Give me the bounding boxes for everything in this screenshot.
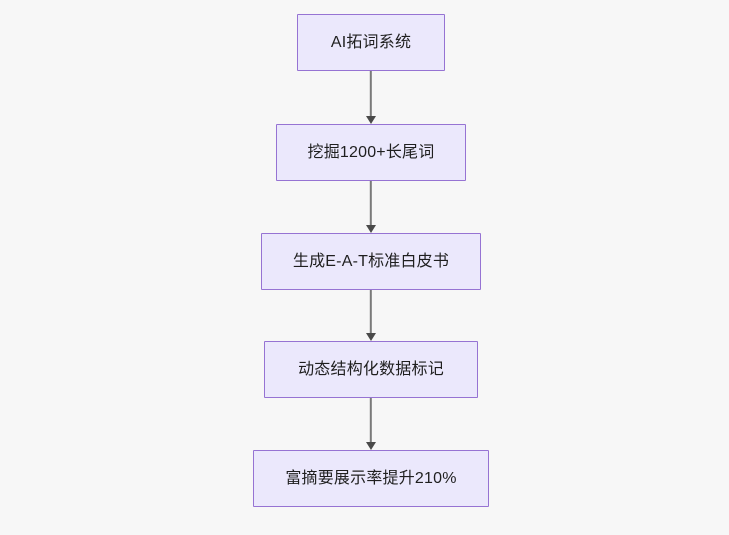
edge-line xyxy=(369,398,373,442)
flow-node-label: 生成E-A-T标准白皮书 xyxy=(292,252,450,270)
flow-node-label: AI拓词系统 xyxy=(330,33,412,51)
arrowhead-icon xyxy=(366,116,376,124)
flow-node-rich-snippet-result[interactable]: 富摘要展示率提升210% xyxy=(253,450,489,507)
arrowhead-icon xyxy=(366,442,376,450)
flow-node-label: 富摘要展示率提升210% xyxy=(285,469,457,487)
flow-node-longtail-keywords[interactable]: 挖掘1200+长尾词 xyxy=(276,124,466,181)
flow-node-label: 挖掘1200+长尾词 xyxy=(307,143,435,161)
edge-line xyxy=(369,71,373,116)
arrowhead-icon xyxy=(366,225,376,233)
arrowhead-icon xyxy=(366,333,376,341)
flow-node-label: 动态结构化数据标记 xyxy=(298,360,444,378)
flow-node-eat-whitepaper[interactable]: 生成E-A-T标准白皮书 xyxy=(261,233,481,290)
edge-line xyxy=(369,290,373,333)
flow-node-structured-data-markup[interactable]: 动态结构化数据标记 xyxy=(264,341,478,398)
edge-line xyxy=(369,181,373,225)
flow-node-ai-keyword-system[interactable]: AI拓词系统 xyxy=(297,14,445,71)
